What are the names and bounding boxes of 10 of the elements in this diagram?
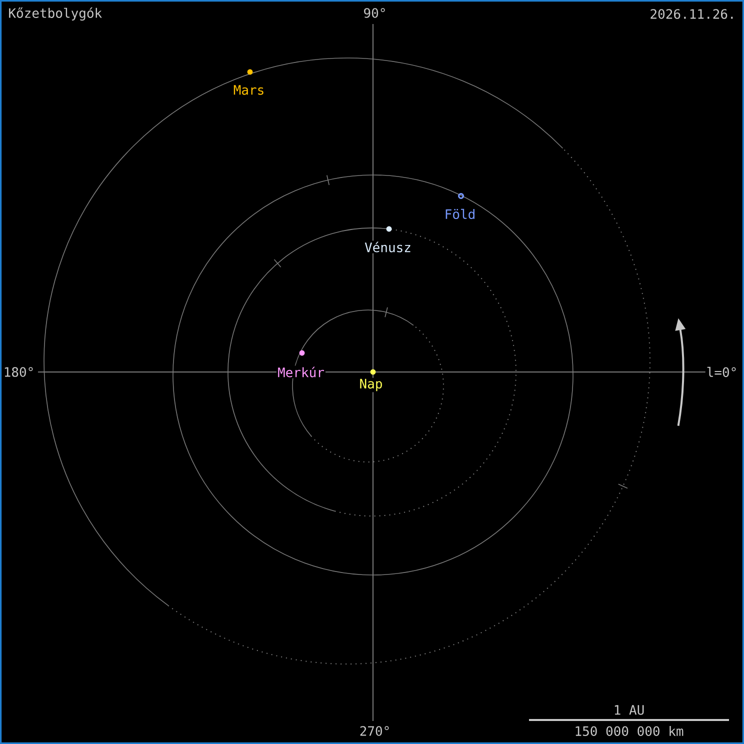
planet-label: Vénusz xyxy=(364,240,412,254)
title: Kőzetbolygók xyxy=(7,6,104,22)
planet-label: Merkúr xyxy=(276,366,326,378)
scale-label: 150 000 000 km xyxy=(573,724,685,738)
date-label: 2026.11.26. xyxy=(648,8,737,20)
angle-label: 180° xyxy=(2,366,36,378)
angle-label: 90° xyxy=(362,7,388,19)
scale-label: 1 AU xyxy=(612,704,646,716)
angle-label: 270° xyxy=(358,725,392,737)
planet-label: Mars xyxy=(232,84,266,96)
